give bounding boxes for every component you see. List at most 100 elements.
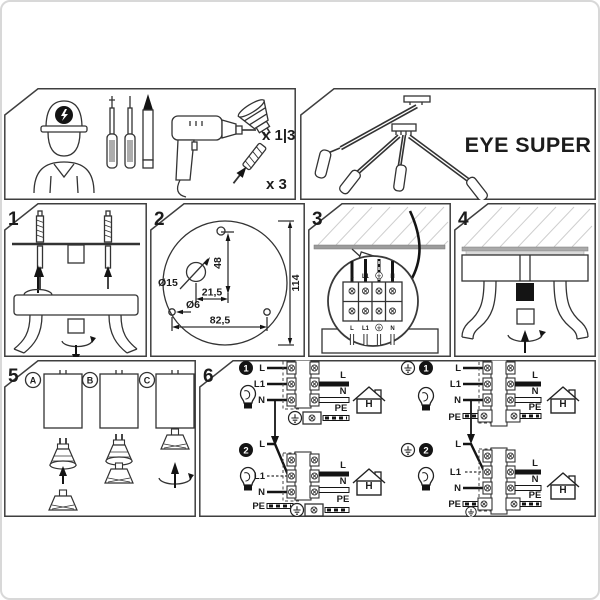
step-number: 6 [203,366,214,387]
panel-step-4: 4 [454,203,596,357]
ceiling-bar [461,246,589,252]
svg-text:Ø6: Ø6 [186,299,200,311]
lock-square [516,308,535,325]
out-l-wire [319,471,349,477]
pencil-icon [142,94,154,169]
screwdriver-flat-icon [124,96,136,169]
terminal-label-l: L [350,274,354,280]
svg-text:Ø15: Ø15 [158,277,178,289]
out-pe-label: PE [529,490,542,501]
earth-class-icon [400,442,416,458]
panel-step-3: 3 L L1 N L L1 [308,203,451,357]
dim-114: 114 [278,220,302,346]
drill-icon [171,115,256,198]
step-number: 1 [8,209,19,230]
hole-large [185,261,207,283]
out-l-label: L [340,370,346,381]
out-l-label: L [340,460,346,471]
diagram-1-badge [419,361,433,375]
house-label: H [365,481,372,492]
svg-text:B: B [87,375,94,385]
step-number: 4 [458,209,469,230]
ceiling-hatch [317,206,449,246]
rotate-up-arrow [507,330,546,353]
terminal-label-l1-bottom: L1 [362,326,370,332]
label-l1: L1 [450,379,462,390]
arm-right [108,314,138,354]
terminal-block: L L1 N L L1 N [342,271,403,332]
wiring-diagram-2-left: 2 L L1 N PE L N PE H [239,439,386,517]
diagram-1-badge [239,361,253,375]
dim-hole-large: Ø15 [158,257,210,290]
earth-class-icon [400,360,416,376]
label-pe: PE [448,412,461,423]
house-label: H [365,399,372,410]
lightning-icon [61,109,68,121]
out-n-label: N [532,386,539,397]
lamp-illustration [314,95,488,200]
wiring-diagram-1-left: 1 L L1 N L N PE H [239,360,386,446]
out-n-wire [318,397,350,403]
panel-step-5: 5 A B C [4,360,196,517]
rotate-up-arrow-c [158,462,194,488]
stem-lines [519,255,531,281]
label-l1: L1 [254,379,266,390]
diagram-2-badge [239,443,253,457]
label-l1: L1 [450,467,462,478]
out-l-wire [515,469,541,475]
shade-a [43,373,83,429]
shade-a-ticks [59,370,67,374]
screwdriver-phillips-icon [106,96,118,169]
terminal-label-n: N [390,274,394,280]
arm-right [553,280,589,340]
shade-c-ticks [171,370,179,374]
house-label: H [559,485,566,496]
out-l-label: L [532,458,538,469]
out-n-wire [514,397,542,403]
diagram-2-badge [419,443,433,457]
svg-text:82,5: 82,5 [210,315,231,327]
worker-icon [33,100,95,194]
svg-text:48: 48 [212,257,224,269]
variant-a-badge: A [24,371,42,389]
label-n: N [454,395,461,406]
terminal-wires-bottom [349,334,395,345]
step-number: 3 [312,209,323,230]
panel-product: EYE SUPER [300,88,596,200]
earth-icon [289,502,305,517]
svg-text:C: C [144,375,151,385]
arm-left [13,314,43,354]
out-l-wire [319,381,349,387]
panel-step-6: 6 1 L L1 N L N PE H [199,360,596,517]
hole-small-left [168,308,176,316]
step-number: 5 [8,366,19,387]
out-n-wire [514,485,542,491]
arrow-up-a [59,466,67,484]
plug-qty-label: x 3 [266,176,287,193]
label-n: N [454,483,461,494]
out-l-label: L [532,370,538,381]
dim-82-5: 82,5 [171,315,268,331]
label-n: N [258,395,265,406]
svg-text:1: 1 [243,364,249,375]
out-pe-label: PE [529,402,542,413]
canopy-plate [13,294,139,316]
lock-block [516,283,534,301]
earth-icon-bottom [375,323,383,332]
label-l: L [455,439,461,450]
dim-hole-small: Ø6 [176,299,200,315]
svg-text:A: A [30,375,37,385]
out-l-wire [515,381,541,387]
panel-product-border [300,88,596,200]
svg-text:21,5: 21,5 [202,287,223,299]
wiring-diagram-1-right: 1 L L1 N PE L N PE H [400,360,580,444]
lock-square [67,318,85,334]
house-label: H [559,399,566,410]
out-n-label: N [340,476,347,487]
out-pe-label: PE [337,494,350,505]
svg-text:114: 114 [290,274,302,291]
variant-c-badge: C [138,371,156,389]
terminal-block [287,360,319,408]
hole-small-right [263,308,271,316]
